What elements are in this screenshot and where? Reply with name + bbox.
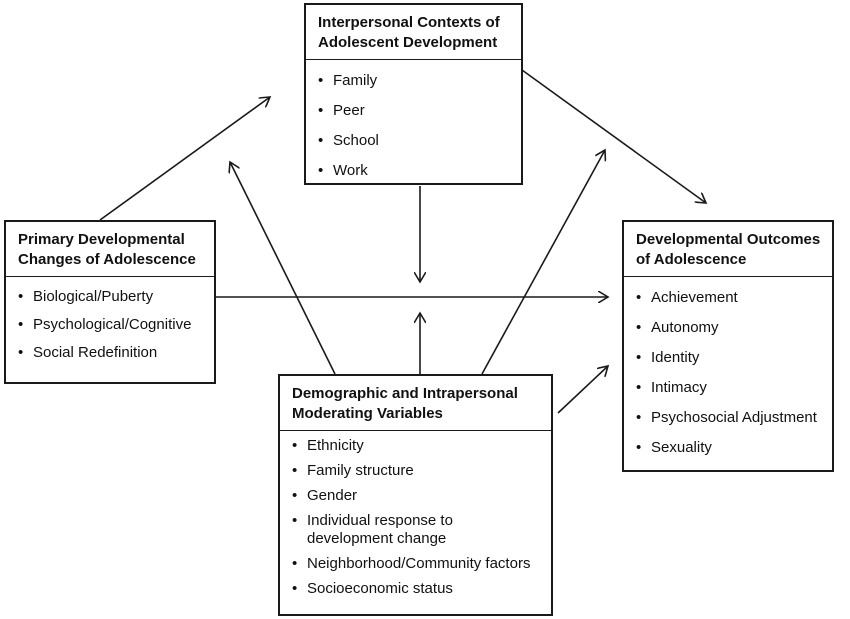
interpersonal-contexts-title: Interpersonal Contexts of Adolescent Dev… [306,5,521,60]
developmental-outcomes-list: Achievement Autonomy Identity Intimacy P… [624,277,832,467]
arrow-moderating-to-context-path [481,150,605,375]
arrow-interpersonal-to-outcomes [521,69,706,203]
arrow-moderating-to-primary-path [230,162,336,375]
list-item: Social Redefinition [18,339,206,367]
developmental-outcomes-box: Developmental Outcomes of Adolescence Ac… [622,220,834,472]
list-item: Achievement [636,283,824,313]
interpersonal-contexts-box: Interpersonal Contexts of Adolescent Dev… [304,3,523,186]
list-item: Gender [292,487,543,505]
moderating-variables-list: Ethnicity Family structure Gender Indivi… [280,431,551,602]
primary-changes-list: Biological/Puberty Psychological/Cogniti… [6,277,214,371]
list-item: Family [318,66,513,96]
list-item: Neighborhood/Community factors [292,555,543,573]
list-item: Sexuality [636,433,824,463]
primary-changes-box: Primary Developmental Changes of Adolesc… [4,220,216,384]
list-item: Individual response to development chang… [292,512,543,548]
moderating-variables-box: Demographic and Intrapersonal Moderating… [278,374,553,616]
list-item: Peer [318,96,513,126]
list-item: Work [318,156,513,186]
list-item: Family structure [292,462,543,480]
developmental-outcomes-title: Developmental Outcomes of Adolescence [624,222,832,277]
arrow-moderating-to-outcomes [557,366,608,414]
list-item: Identity [636,343,824,373]
moderating-variables-title: Demographic and Intrapersonal Moderating… [280,376,551,431]
interpersonal-contexts-list: Family Peer School Work [306,60,521,190]
list-item: School [318,126,513,156]
list-item: Psychosocial Adjustment [636,403,824,433]
primary-changes-title: Primary Developmental Changes of Adolesc… [6,222,214,277]
list-item: Ethnicity [292,437,543,455]
list-item: Intimacy [636,373,824,403]
list-item: Psychological/Cognitive [18,311,206,339]
list-item: Biological/Puberty [18,283,206,311]
list-item: Autonomy [636,313,824,343]
list-item: Socioeconomic status [292,580,543,598]
arrow-primary-to-interpersonal [99,97,270,221]
